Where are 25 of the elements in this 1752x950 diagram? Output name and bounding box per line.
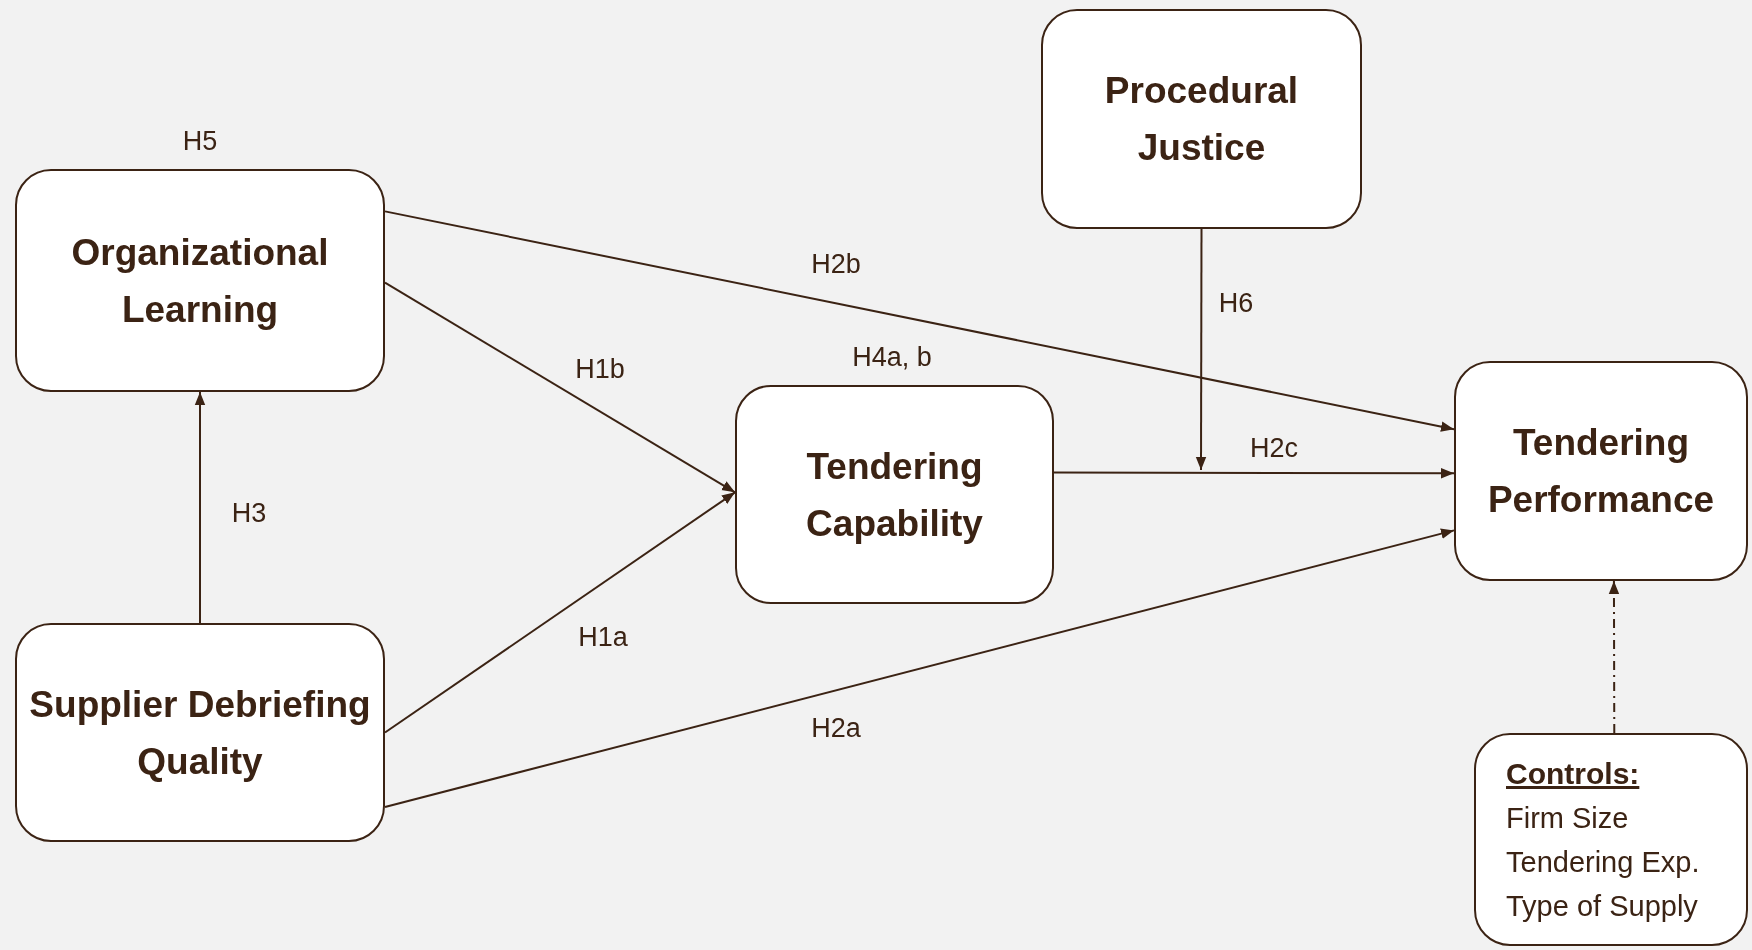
list-item: Tendering Exp. [1506,844,1700,880]
node-label: Supplier Debriefing Quality [28,682,372,784]
arrow [194,391,206,624]
arrow [384,491,736,734]
list-heading: Controls: [1506,755,1640,792]
rounded-box [735,385,1054,604]
node-label: Procedural Justice [1103,69,1300,170]
rounded-box [1041,9,1362,229]
list-item: Firm Size [1506,800,1629,836]
rounded-box [1454,361,1748,581]
arrow [1053,468,1455,479]
arrow [384,528,1455,808]
rounded-box [15,623,385,842]
list-item: Type of Supply [1506,888,1698,924]
node-label: Tendering Capability [805,444,984,546]
node-label: Organizational Learning [70,230,330,332]
node-label: Tendering Performance [1486,421,1716,522]
hypothesis-label: H5 [182,124,218,158]
hypothesis-label: H4a, b [852,340,932,374]
arrow [1195,228,1207,471]
arrow [1608,580,1620,734]
rounded-box [1474,733,1748,946]
arrow [384,281,736,494]
arrow [384,210,1455,432]
rounded-box [15,169,385,392]
